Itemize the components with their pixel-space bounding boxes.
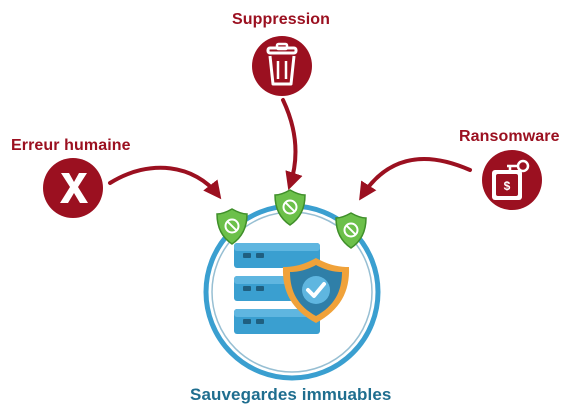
trash-icon [252,36,312,96]
shield-block-icon [216,208,248,245]
x-icon [43,158,103,218]
threat-label-erreur-humaine: Erreur humaine [11,137,131,154]
arrow-erreur-humaine [108,165,222,200]
arrow-ransomware [359,156,472,201]
center-label: Sauvegardes immuables [190,385,392,404]
svg-text:$: $ [504,179,511,193]
shield-check-icon [282,258,350,323]
arrow-suppression [281,98,303,191]
shield-block-icon [335,212,367,249]
ransomware-key-icon: $ [482,150,542,210]
threat-label-suppression: Suppression [231,11,330,28]
shield-block-icon [274,189,306,226]
threat-label-ransomware: Ransomware [459,128,560,145]
